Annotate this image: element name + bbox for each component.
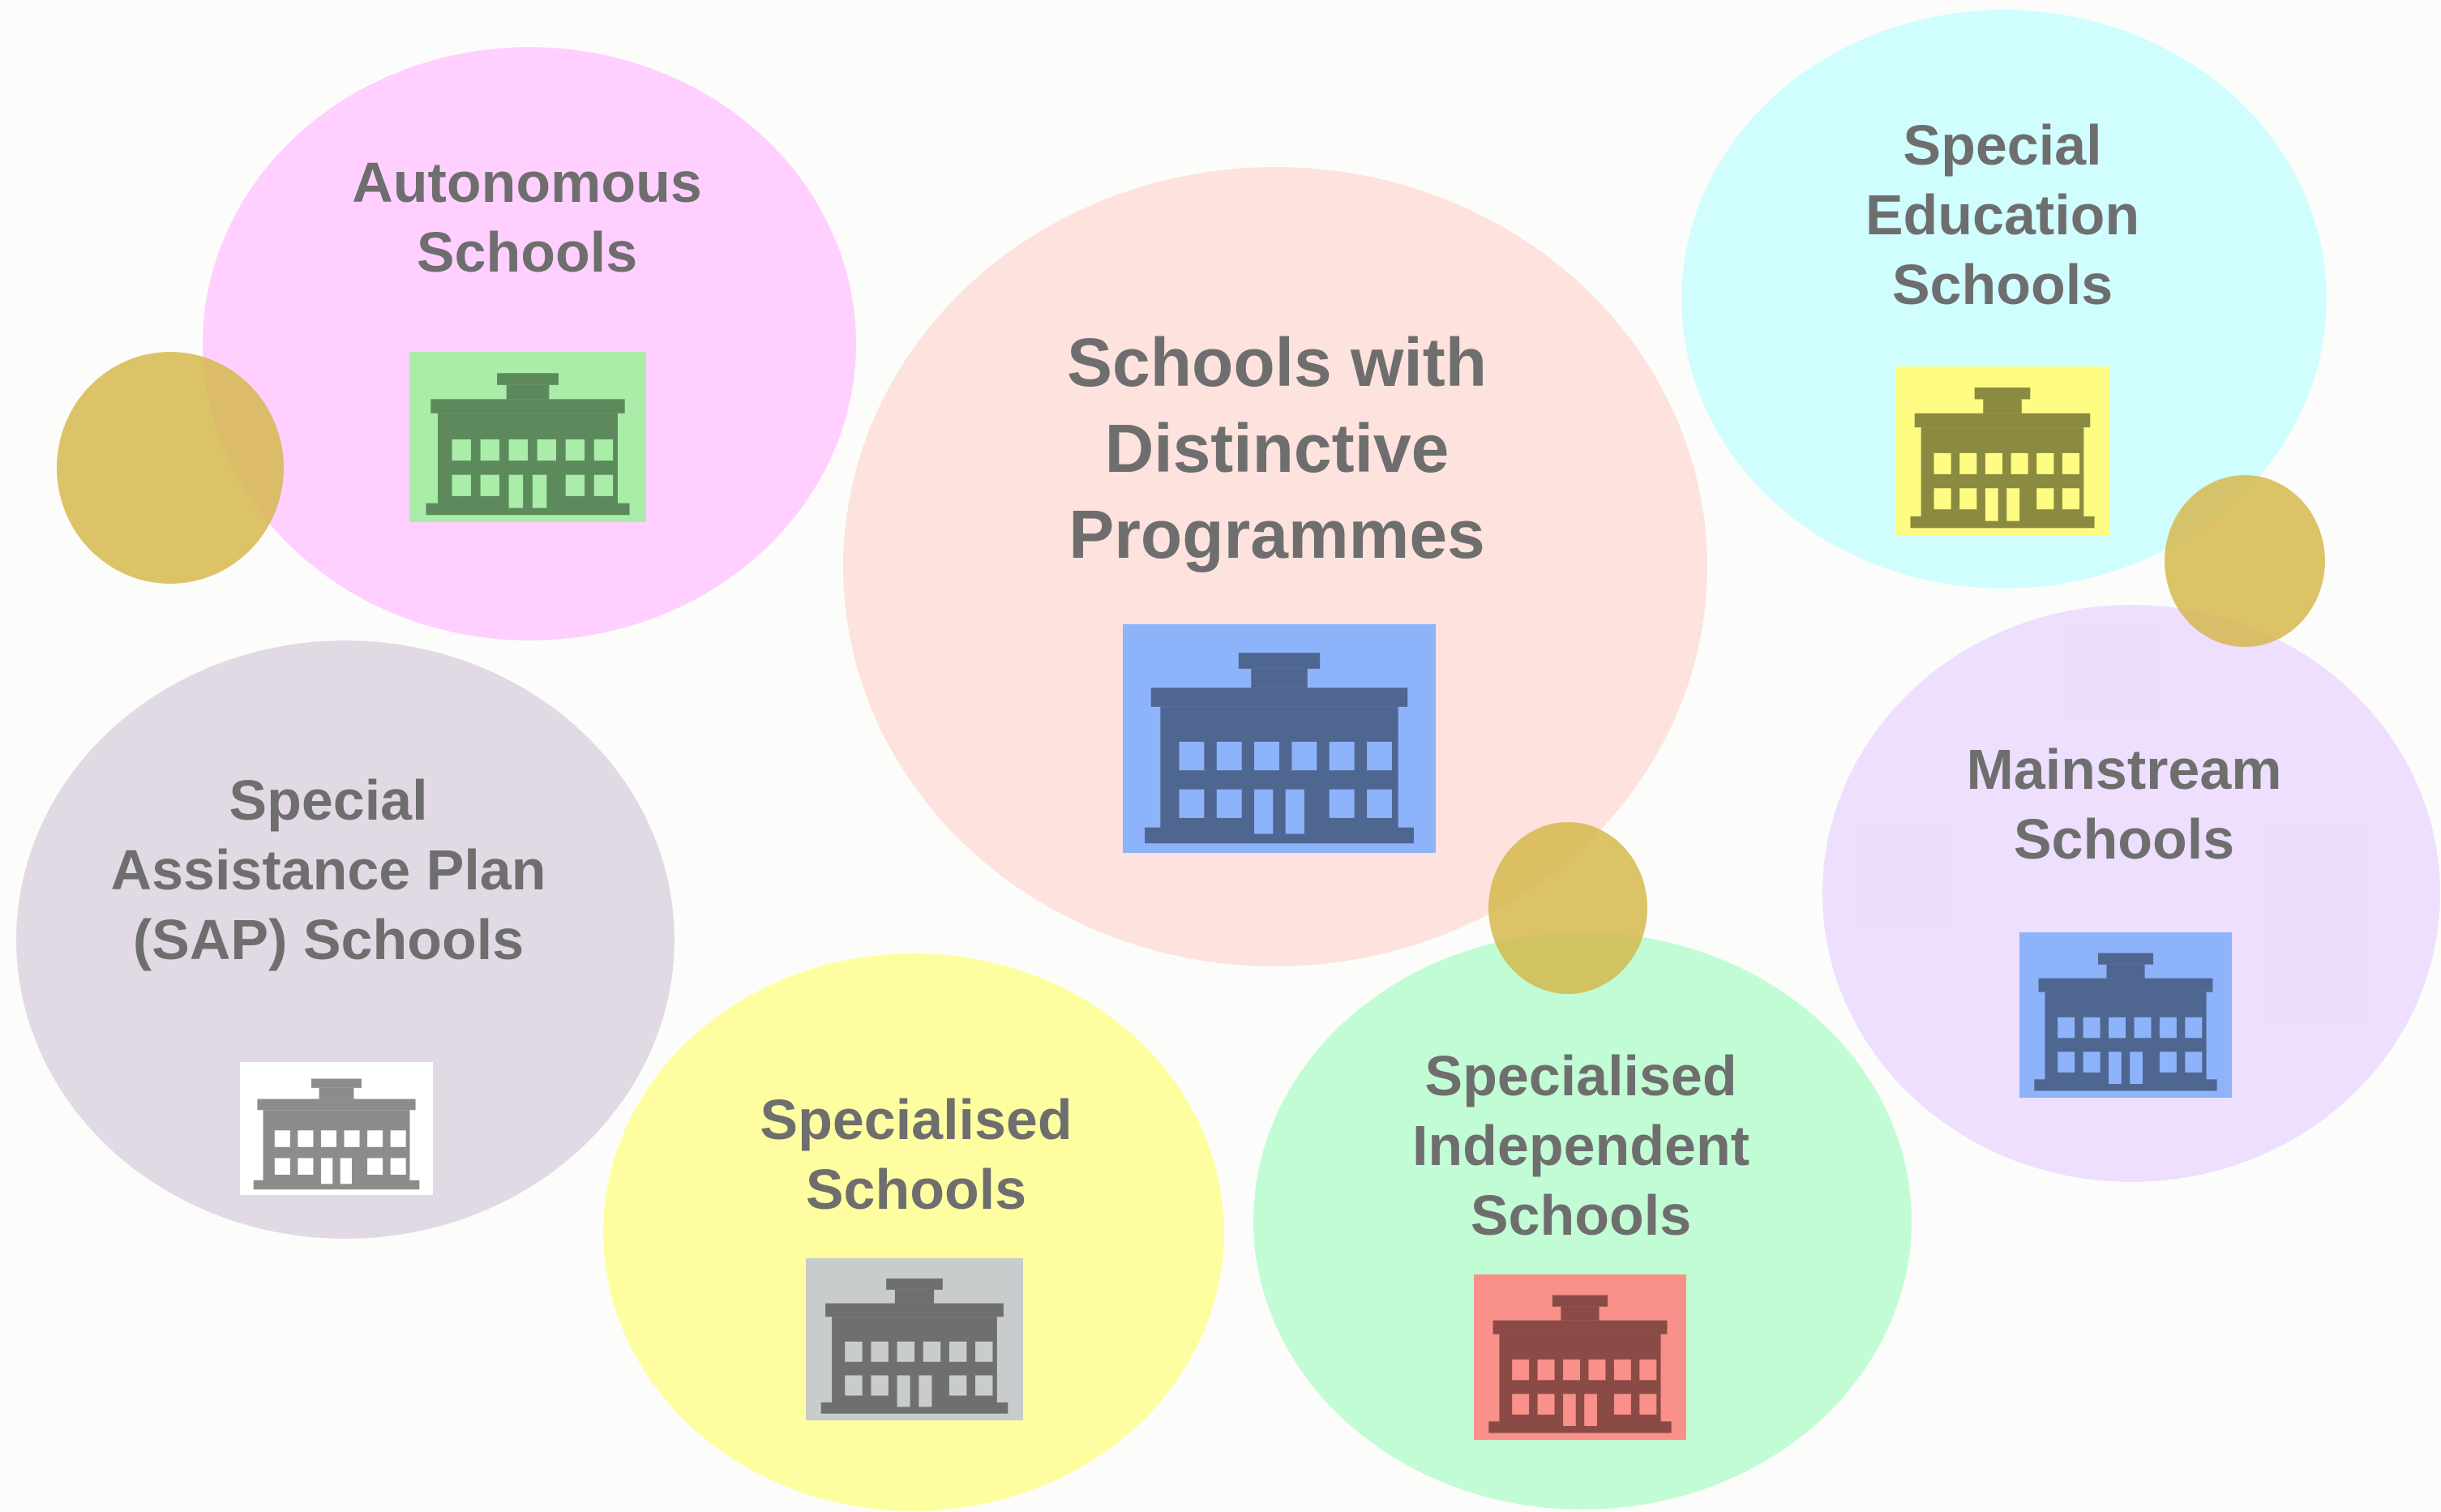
school-building-icon	[240, 1062, 433, 1195]
label-sap: Special Assistance Plan (SAP) Schools	[110, 769, 546, 971]
bubble-autonomous	[203, 47, 856, 640]
label-autonomous: Autonomous Schools	[352, 151, 702, 284]
accent-dot	[1488, 822, 1647, 994]
label-distinctive: Schools with Distinctive Programmes	[1066, 324, 1488, 572]
school-building-icon	[1123, 624, 1436, 853]
label-specialised-independent: Specialised Independent Schools	[1411, 1044, 1750, 1247]
cropped-title-fragment	[389, 0, 1313, 15]
label-mainstream: Mainstream Schools	[1966, 738, 2282, 871]
school-building-icon	[409, 352, 646, 522]
school-building-icon	[806, 1258, 1023, 1420]
label-special-education: Special Education Schools	[1865, 114, 2140, 316]
school-building-icon	[1895, 366, 2109, 535]
accent-dot	[2165, 475, 2325, 647]
accent-dot	[57, 352, 284, 584]
label-specialised: Specialised Schools	[760, 1088, 1073, 1221]
bubble-specialised	[603, 953, 1224, 1511]
school-building-icon	[2019, 932, 2232, 1098]
school-building-icon	[1474, 1274, 1686, 1440]
